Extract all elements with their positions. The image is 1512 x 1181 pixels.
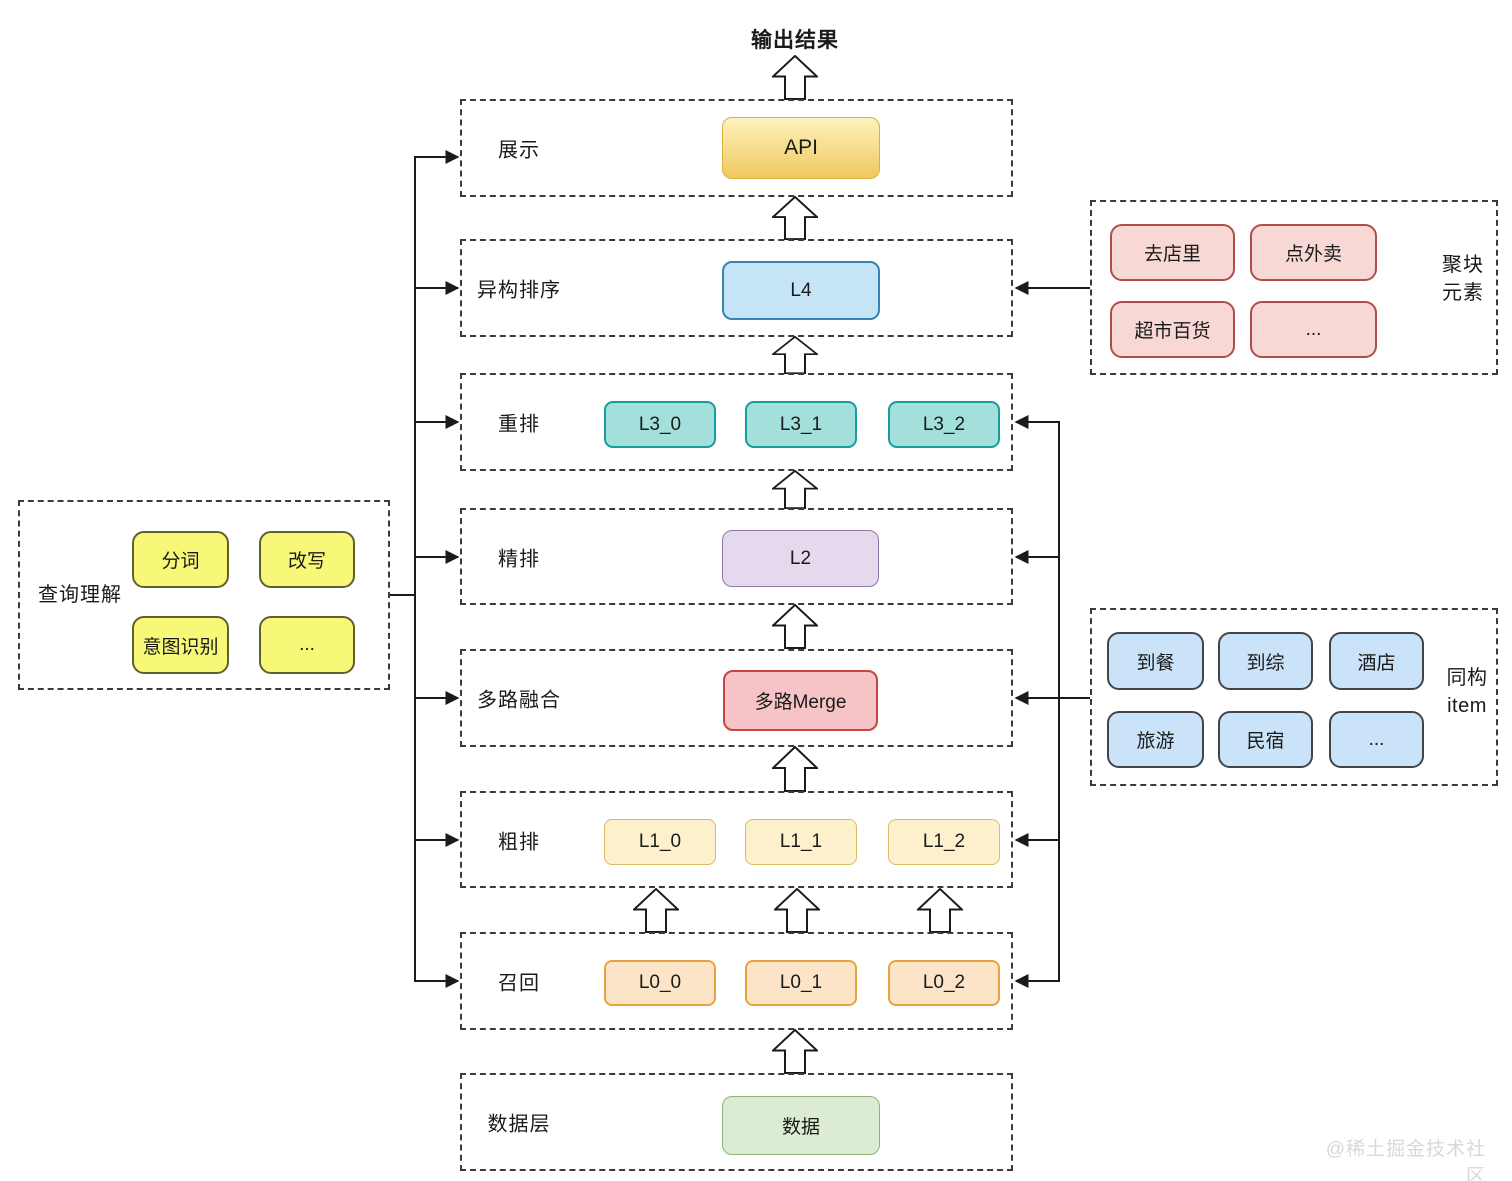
layer-fine-rank: 精排 L2 [460,508,1013,605]
node-data: 数据 [722,1096,880,1155]
layer-data: 数据层 数据 [460,1073,1013,1171]
layer-label: 异构排序 [477,279,561,302]
layer-display: 展示 API [460,99,1013,197]
node-l0-2: L0_2 [888,960,1000,1006]
layer-label: 重排 [498,413,540,436]
layer-rerank: 重排 L3_0 L3_1 L3_2 [460,373,1013,471]
node-multi-merge: 多路Merge [723,670,878,731]
layer-label: 展示 [498,139,540,162]
node-l3-0: L3_0 [604,401,716,448]
item-travel: 旅游 [1107,711,1204,768]
item-panel-label-line1: 同构 [1446,667,1488,689]
block-panel-label: 聚块 元素 [1432,251,1494,307]
block-item-more: ... [1250,301,1377,358]
block-panel-label-line1: 聚块 [1442,254,1484,276]
query-item-more: ... [259,616,355,674]
up-arrow-icon [772,470,818,509]
node-l2: L2 [722,530,879,587]
node-l0-1: L0_1 [745,960,857,1006]
node-l4: L4 [722,261,880,320]
up-arrow-icon [774,888,820,933]
layer-label: 召回 [498,972,540,995]
layer-label: 精排 [498,548,540,570]
node-api: API [722,117,880,179]
node-l3-1: L3_1 [745,401,857,448]
homogeneous-item-panel: 同构 item 到餐 到综 酒店 旅游 民宿 ... [1090,608,1498,786]
up-arrow-icon [633,888,679,933]
node-l1-0: L1_0 [604,819,716,865]
query-item-intent: 意图识别 [132,616,229,674]
output-result-label: 输出结果 [751,29,839,52]
layer-multi-merge: 多路融合 多路Merge [460,649,1013,747]
query-item-rewrite: 改写 [259,531,355,588]
up-arrow-icon [772,196,818,240]
layer-hetero-rank: 异构排序 L4 [460,239,1013,337]
layer-coarse-rank: 粗排 L1_0 L1_1 L1_2 [460,791,1013,888]
node-l0-0: L0_0 [604,960,716,1006]
block-item-instore: 去店里 [1110,224,1235,281]
query-panel-label: 查询理解 [38,584,122,606]
item-dine-in: 到餐 [1107,632,1204,690]
layer-label: 粗排 [498,831,540,853]
item-panel-label: 同构 item [1436,664,1498,720]
node-l1-2: L1_2 [888,819,1000,865]
up-arrow-icon [772,55,818,100]
up-arrow-icon [917,888,963,933]
node-l1-1: L1_1 [745,819,857,865]
item-homestay: 民宿 [1218,711,1313,768]
query-understanding-panel: 查询理解 分词 改写 意图识别 ... [18,500,390,690]
block-panel-label-line2: 元素 [1442,282,1484,304]
up-arrow-icon [772,1029,818,1074]
up-arrow-icon [772,746,818,792]
item-general: 到综 [1218,632,1313,690]
query-item-segment: 分词 [132,531,229,588]
layer-label: 数据层 [487,1113,551,1136]
node-l3-2: L3_2 [888,401,1000,448]
block-item-supermarket: 超市百货 [1110,301,1235,358]
block-elements-panel: 聚块 元素 去店里 点外卖 超市百货 ... [1090,200,1498,375]
up-arrow-icon [772,336,818,374]
watermark-text: @稀土掘金技术社区 [1325,1139,1486,1181]
up-arrow-icon [772,604,818,649]
item-hotel: 酒店 [1329,632,1424,690]
item-more: ... [1329,711,1424,768]
layer-label: 多路融合 [477,689,561,712]
block-item-delivery: 点外卖 [1250,224,1377,281]
item-panel-label-line2: item [1447,695,1487,717]
layer-recall: 召回 L0_0 L0_1 L0_2 [460,932,1013,1030]
